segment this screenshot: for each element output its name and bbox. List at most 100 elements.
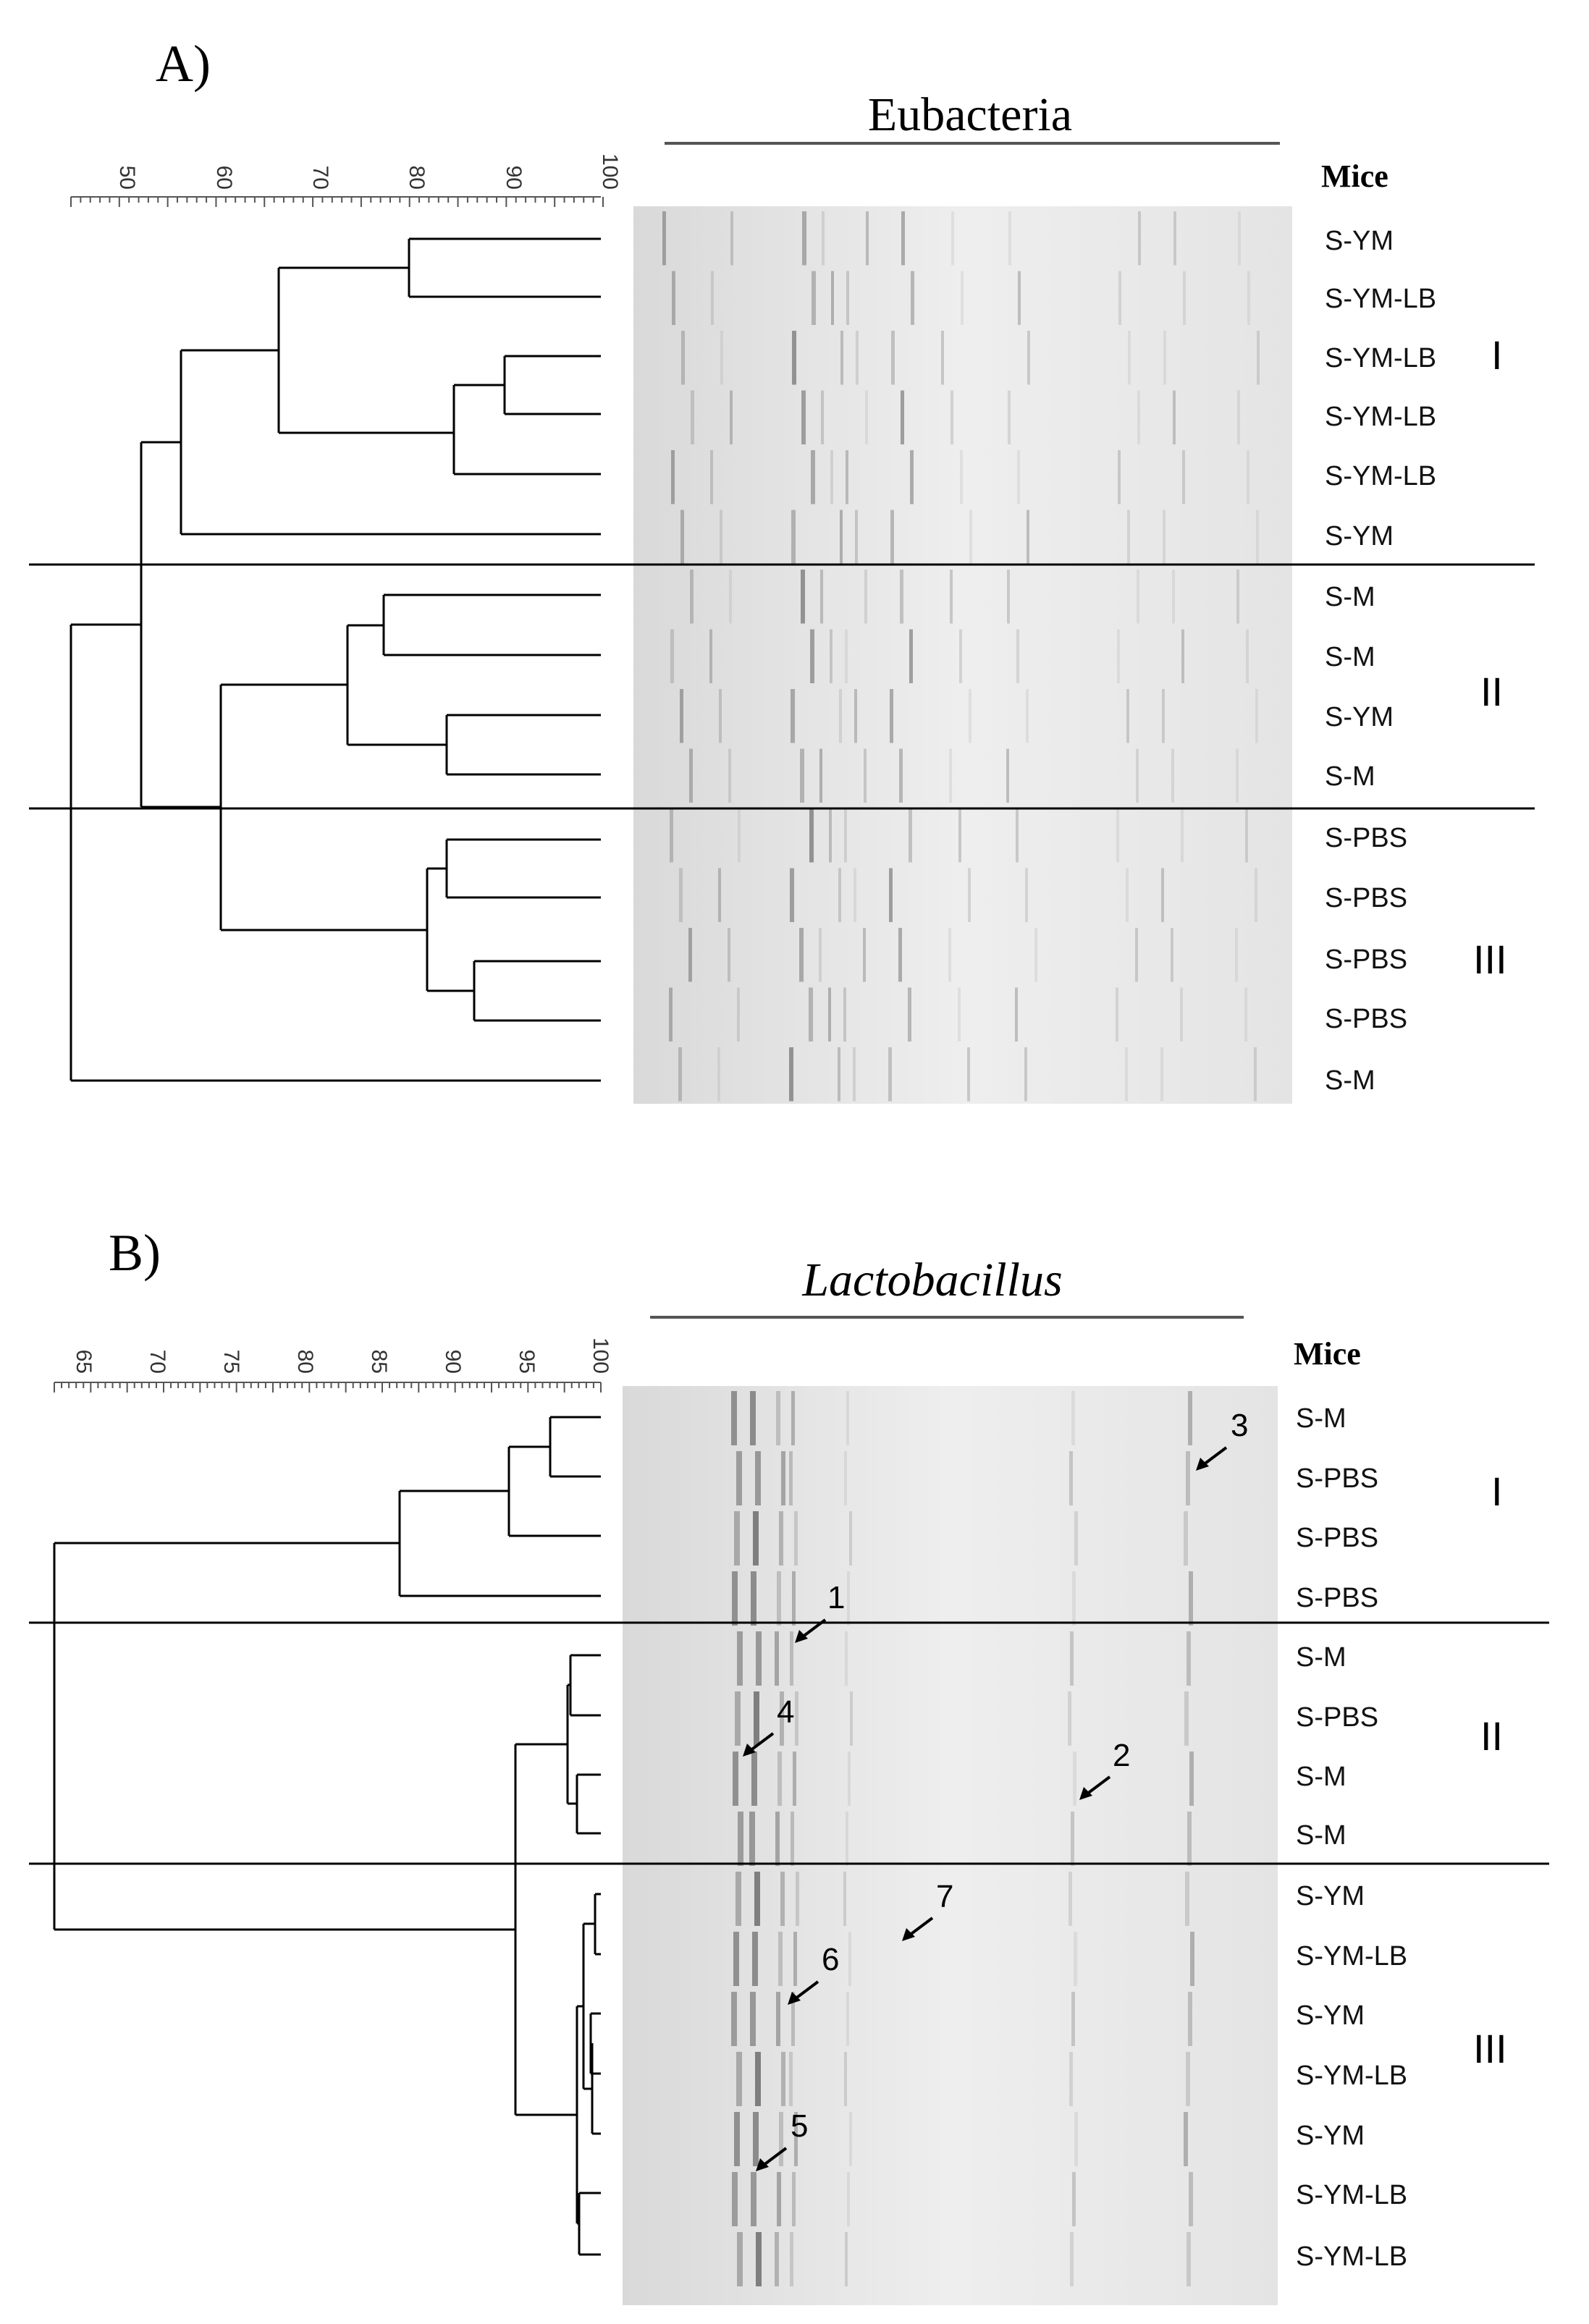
gel-band [1162,689,1165,743]
gel-band [1070,1631,1074,1686]
gel-band [1070,2232,1074,2286]
gel-band [730,211,733,266]
gel-band [777,1571,781,1626]
gel-band [910,450,914,504]
gel-band [850,1691,853,1746]
gel-band [738,1812,743,1866]
gel-band [909,808,912,863]
gel-band [1246,629,1249,683]
gel-band [949,748,952,803]
gel-band [1071,1812,1074,1866]
gel-band [728,928,730,982]
gel-band [890,689,893,743]
gel-band [898,928,902,982]
panel-a-axis-tick-labels: 50 60 70 80 90 100 [115,153,622,190]
sample-label: S-M [1325,582,1375,612]
gel-band [679,868,683,922]
gel-band [1128,331,1131,385]
gel-band [830,450,833,504]
sample-label: S-YM [1296,2121,1365,2151]
gel-band [736,2052,742,2106]
gel-band [951,211,954,266]
sample-label: S-PBS [1296,1702,1378,1733]
gel-band [1247,450,1249,504]
gel-band [958,987,961,1041]
gel-band [1189,2172,1193,2226]
cluster-label: I [1491,1469,1503,1514]
gel-band [969,689,971,743]
gel-band [792,1571,796,1626]
gel-band [751,1571,756,1626]
sample-label: S-PBS [1325,945,1407,975]
gel-band [846,1391,849,1445]
gel-band [820,570,823,624]
gel-band [1245,808,1248,863]
gel-band [1125,1047,1128,1102]
band-arrow-label: 7 [936,1879,953,1914]
gel-band [1071,1391,1075,1445]
gel-band [854,689,857,743]
gel-band [800,748,804,803]
gel-band [908,987,911,1041]
panel-a-gel-image [633,206,1292,1104]
sample-label: S-M [1296,1820,1346,1851]
gel-band [680,689,683,743]
band-arrow: 7 [902,1879,953,1941]
gel-band [777,2172,781,2226]
gel-band [709,629,712,683]
panel-a: A) Eubacteria Mice 50 60 70 80 90 100 [29,35,1535,1104]
gel-band [794,2112,798,2166]
gel-band [840,510,843,564]
gel-band [968,868,971,922]
gel-band [1126,868,1129,922]
gel-band [790,868,794,922]
gel-band [846,450,848,504]
gel-band [729,570,732,624]
band-arrow: 3 [1196,1408,1248,1471]
panel-b-band-arrows: 1 2 3 4 5 [743,1408,1248,2171]
axis-tick-label: 60 [212,166,236,190]
gel-band [778,1932,783,1986]
gel-band [1236,748,1239,803]
gel-band [1257,331,1260,385]
gel-band [1072,2172,1076,2226]
gel-band [1117,629,1120,683]
gel-band [891,331,895,385]
gel-band [1188,1391,1192,1445]
gel-band [678,1047,682,1102]
gel-band [821,390,824,444]
gel-band [789,1047,793,1102]
gel-band [777,1752,782,1806]
gel-band [1072,1571,1076,1626]
gel-band [901,390,904,444]
gel-band [901,211,905,266]
gel-band [711,271,714,325]
gel-band [958,808,961,863]
gel-band [733,1932,739,1986]
axis-tick-label: 100 [589,1338,612,1374]
gel-band [1137,390,1140,444]
gel-band [1161,868,1164,922]
gel-band [790,1631,793,1686]
gel-band [831,271,834,325]
gel-band [864,570,867,624]
panel-b-gel-image [623,1386,1278,2305]
gel-band [847,1571,850,1626]
gel-band [753,1511,759,1565]
gel-band [1071,1992,1075,2046]
gel-band [911,271,914,325]
gel-band [1006,748,1009,803]
panel-b-mice-header: Mice [1294,1336,1361,1372]
gel-band [1187,2232,1191,2286]
gel-band [1184,2112,1188,2166]
gel-band [1183,271,1186,325]
sample-label: S-YM [1296,1881,1365,1911]
gel-band [812,271,816,325]
gel-band [1069,1451,1073,1505]
panel-b-axis-tick-labels: 65 70 75 80 85 90 95 100 [72,1338,612,1374]
gel-band [731,1391,737,1445]
gel-band [735,1691,741,1746]
gel-band [1163,331,1166,385]
gel-band [967,1047,970,1102]
gel-band [839,689,842,743]
